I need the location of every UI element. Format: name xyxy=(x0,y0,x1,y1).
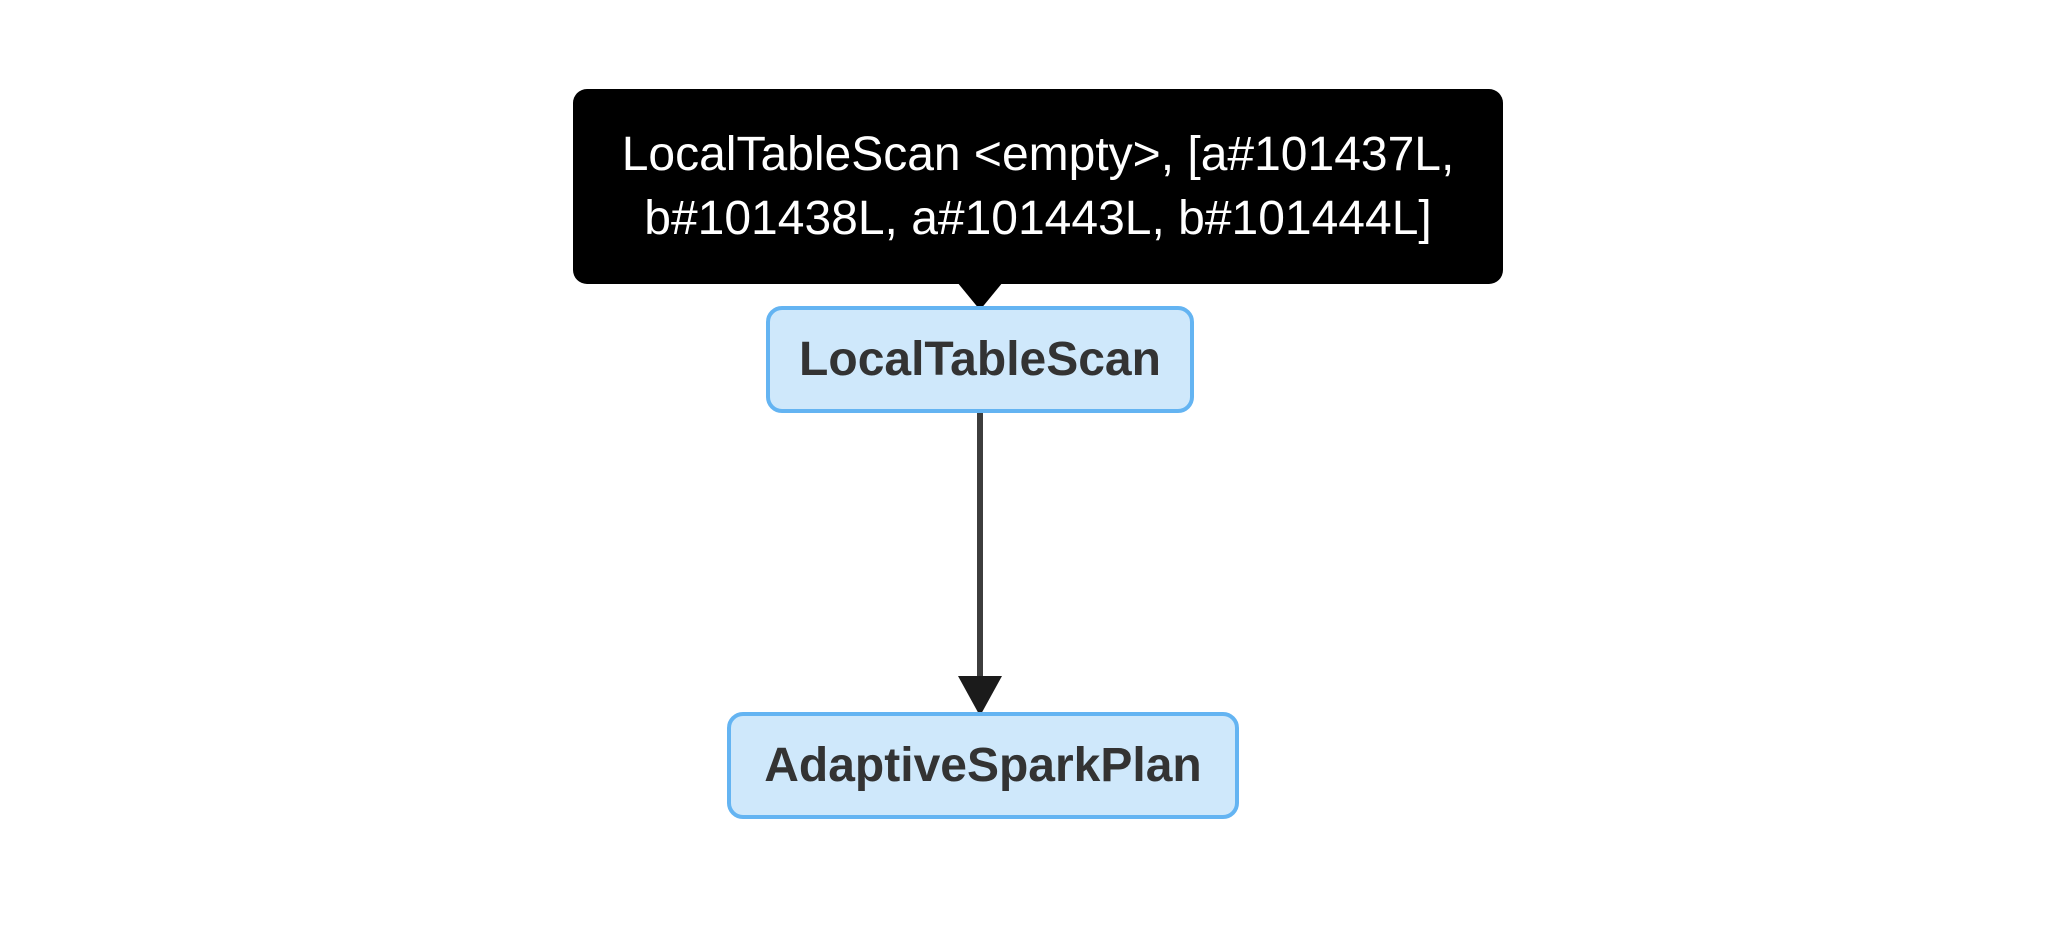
node-tooltip: LocalTableScan <empty>, [a#101437L, b#10… xyxy=(573,89,1503,284)
edge-arrowhead-icon xyxy=(958,676,1002,716)
plan-node-localtablescan[interactable]: LocalTableScan xyxy=(766,306,1194,413)
tooltip-text-line: LocalTableScan <empty>, [a#101437L, xyxy=(621,127,1455,181)
tooltip-text-line: b#101438L, a#101443L, b#101444L] xyxy=(644,191,1432,245)
tooltip-pointer-icon xyxy=(957,282,1003,310)
plan-node-adaptivesparkplan[interactable]: AdaptiveSparkPlan xyxy=(727,712,1239,819)
plan-node-label: LocalTableScan xyxy=(799,333,1161,386)
plan-node-label: AdaptiveSparkPlan xyxy=(764,739,1202,792)
edge-line xyxy=(977,413,983,681)
